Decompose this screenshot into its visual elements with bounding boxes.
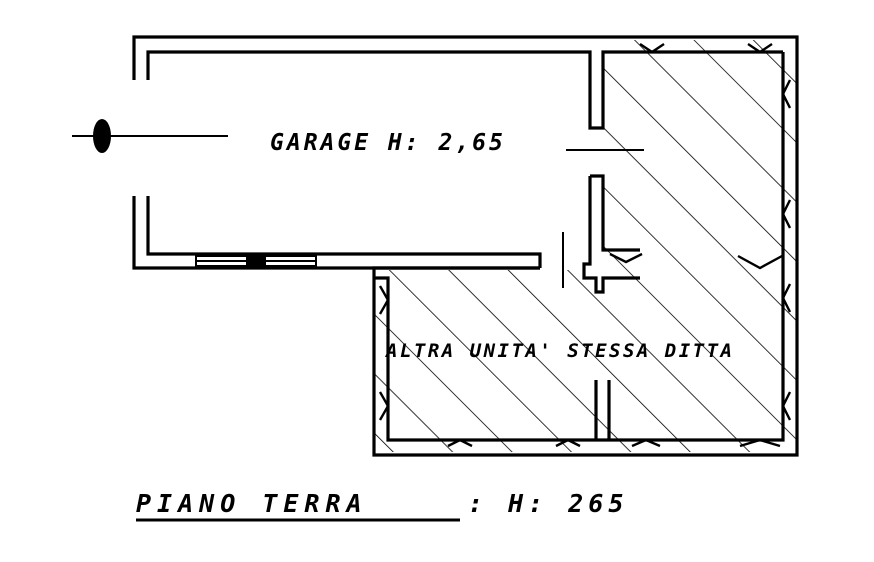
garage-window: [195, 255, 317, 267]
wall-tick-marks: [378, 43, 792, 448]
garage-label: GARAGE H: 2,65: [270, 130, 506, 156]
floor-title: PIANO TERRA: [136, 489, 368, 518]
garage-walls: [132, 35, 799, 457]
floor-height-label: : H: 265: [468, 489, 628, 518]
partition-door: [562, 149, 644, 288]
entrance-arrow-icon: [93, 119, 111, 153]
other-unit-label: ALTRA UNITA' STESSA DITTA: [384, 340, 734, 362]
hatched-area-other-unit: [374, 40, 797, 452]
garage-entrance: [72, 80, 228, 196]
